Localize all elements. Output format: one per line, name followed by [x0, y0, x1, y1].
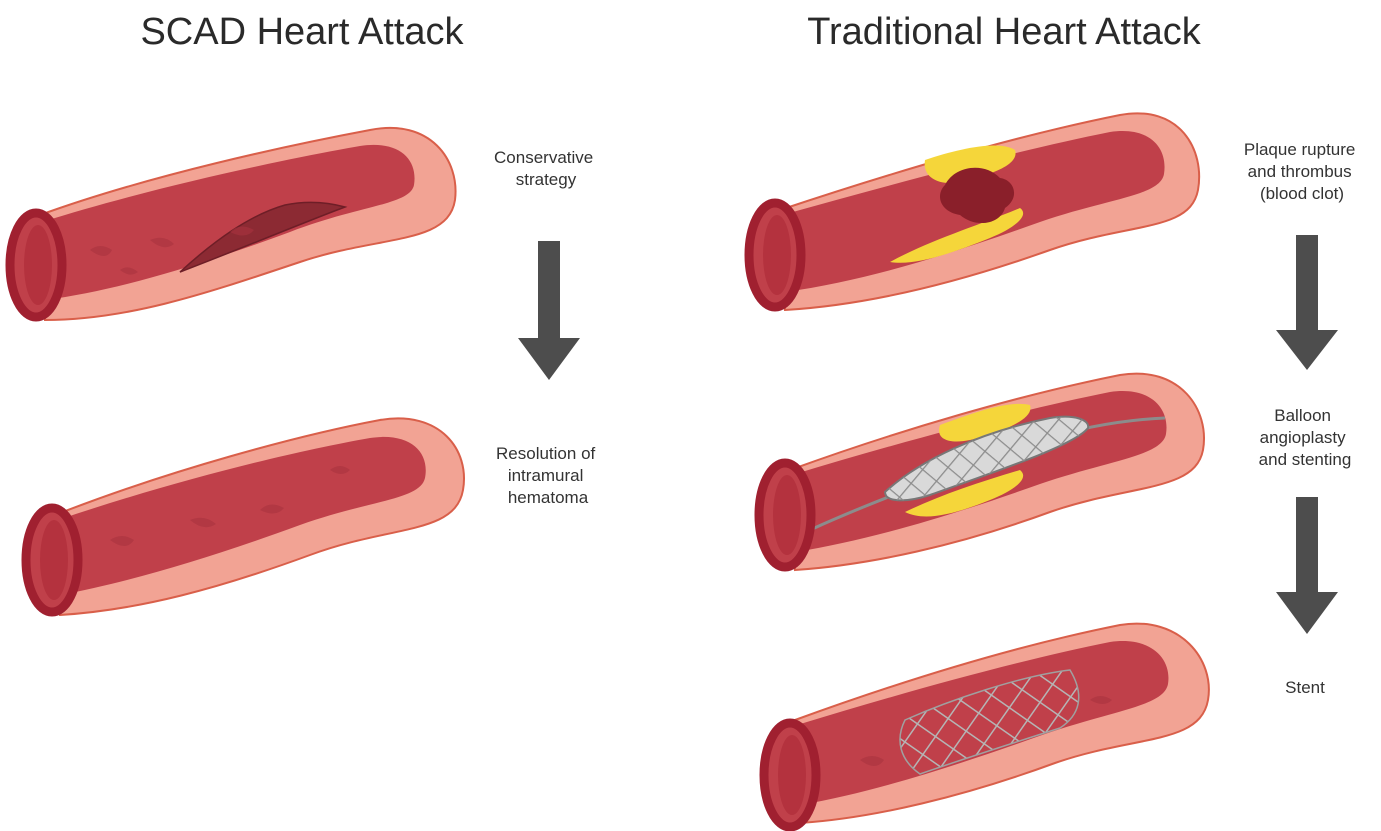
scad-title: SCAD Heart Attack: [140, 11, 464, 53]
traditional-step3-label: Stent: [1285, 678, 1325, 697]
opening-inner: [778, 735, 806, 815]
traditional-title: Traditional Heart Attack: [807, 11, 1202, 53]
opening-inner: [763, 215, 791, 295]
opening-inner: [40, 520, 68, 600]
traditional-vessel-stent: [764, 624, 1209, 827]
traditional-arrow-1: [1276, 235, 1338, 370]
scad-arrow: [518, 241, 580, 380]
traditional-vessel-plaque: [749, 113, 1199, 310]
scad-vessel-dissection: [10, 128, 456, 320]
opening-inner: [773, 475, 801, 555]
scad-step1-label: Conservative strategy: [494, 148, 598, 189]
opening-inner: [24, 225, 52, 305]
scad-step2-label: Resolution of intramural hematoma: [496, 444, 600, 507]
scad-vessel-resolved: [26, 418, 464, 615]
traditional-vessel-angioplasty: [759, 374, 1204, 570]
traditional-arrow-2: [1276, 497, 1338, 634]
traditional-step2-label: Balloon angioplasty and stenting: [1259, 406, 1352, 469]
traditional-step1-label: Plaque rupture and thrombus (blood clot): [1244, 140, 1360, 203]
